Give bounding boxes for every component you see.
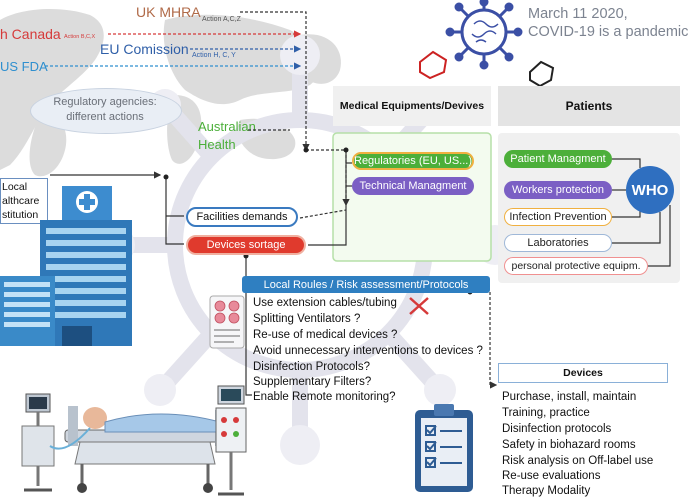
question-item: Supplementary Filters? [253, 376, 372, 388]
health-canada-action-label: Action B,C,X [64, 34, 96, 40]
uk-mhra-label: UK MHRA [136, 4, 201, 20]
question-item: Splitting Ventilators ? [253, 313, 361, 325]
australian-health-label-2: Health [198, 137, 236, 152]
patients-header: Patients [498, 86, 680, 126]
infection-prevention-pill: Infection Prevention [504, 208, 612, 226]
local-healthcare-line2: althcare [2, 195, 40, 207]
technical-management-pill: Technical Managment [352, 177, 474, 195]
who-label: WHO [631, 181, 669, 199]
devices-item: Re-use evaluations [502, 470, 601, 482]
local-healthcare-box [0, 178, 48, 224]
regulatory-agencies-bubble [30, 88, 182, 134]
facilities-demands-pill: Facilities demands [186, 207, 298, 227]
question-item: Use extension cables/tubing [253, 297, 397, 309]
local-healthcare-line3: stitution [2, 209, 39, 221]
workers-protection-pill: Workers protection [504, 181, 612, 199]
medical-equipment-header: Medical Equipments/Devives [333, 86, 491, 126]
checklist-small-icon [209, 295, 245, 349]
local-rules-bar: Local Roules / Risk assessment/Protocols [242, 276, 490, 293]
question-item: Re-use of medical devices ? [253, 329, 398, 341]
uk-action-label: Action A,C,Z [202, 16, 241, 23]
devices-shortage-pill: Devices sortage [186, 235, 306, 255]
eu-action-label: Action H, C, Y [192, 52, 236, 59]
molecule-black-icon [529, 60, 555, 88]
devices-title: Devices [563, 367, 603, 379]
medical-equipment-title: Medical Equipments/Devives [339, 100, 485, 112]
pandemic-statement: COVID-19 is a pandemic [528, 24, 688, 40]
question-item: Avoid unnecessary interventions to devic… [253, 345, 483, 357]
us-fda-label: US FDA [0, 59, 48, 74]
who-badge: WHO [626, 166, 674, 214]
eu-commission-label: EU Comission [100, 41, 189, 57]
question-item: Disinfection Protocols? [253, 361, 370, 373]
devices-item: Training, practice [502, 407, 590, 419]
australian-health-label-1: Australian [198, 119, 256, 134]
question-item: Enable Remote monitoring? [253, 391, 396, 403]
molecule-red-icon [419, 50, 448, 80]
coronavirus-icon [445, 0, 523, 70]
local-healthcare-line1: Local [2, 181, 28, 193]
local-rules-title: Local Roules / Risk assessment/Protocols [263, 278, 469, 291]
laboratories-pill: Laboratories [504, 234, 612, 252]
hospital-building-icon [0, 186, 132, 346]
ventilator-icon [215, 385, 247, 496]
devices-item: Purchase, install, maintain [502, 391, 637, 403]
regulatory-agencies-line1: Regulatory agencies: [53, 96, 157, 108]
devices-item: Risk analysis on Off-label use [502, 455, 654, 467]
patient-management-pill: Patient Managment [504, 150, 612, 168]
clipboard-checklist-icon [415, 404, 473, 492]
devices-header: Devices [498, 363, 668, 383]
regulatories-pill: Regulatories (EU, US...) [352, 152, 474, 170]
regulatory-agencies-line2: different actions [66, 111, 144, 123]
devices-item: Safety in biohazard rooms [502, 439, 636, 451]
ppe-pill: personal protective equipm. [504, 257, 648, 275]
health-canada-label: h Canada [0, 26, 61, 42]
pandemic-date: March 11 2020, [528, 6, 628, 22]
red-x-icon [409, 297, 429, 315]
icu-bed-icon [21, 393, 226, 493]
devices-item: Therapy Modality [502, 485, 591, 497]
patients-title: Patients [565, 99, 613, 113]
devices-item: Disinfection protocols [502, 423, 612, 435]
